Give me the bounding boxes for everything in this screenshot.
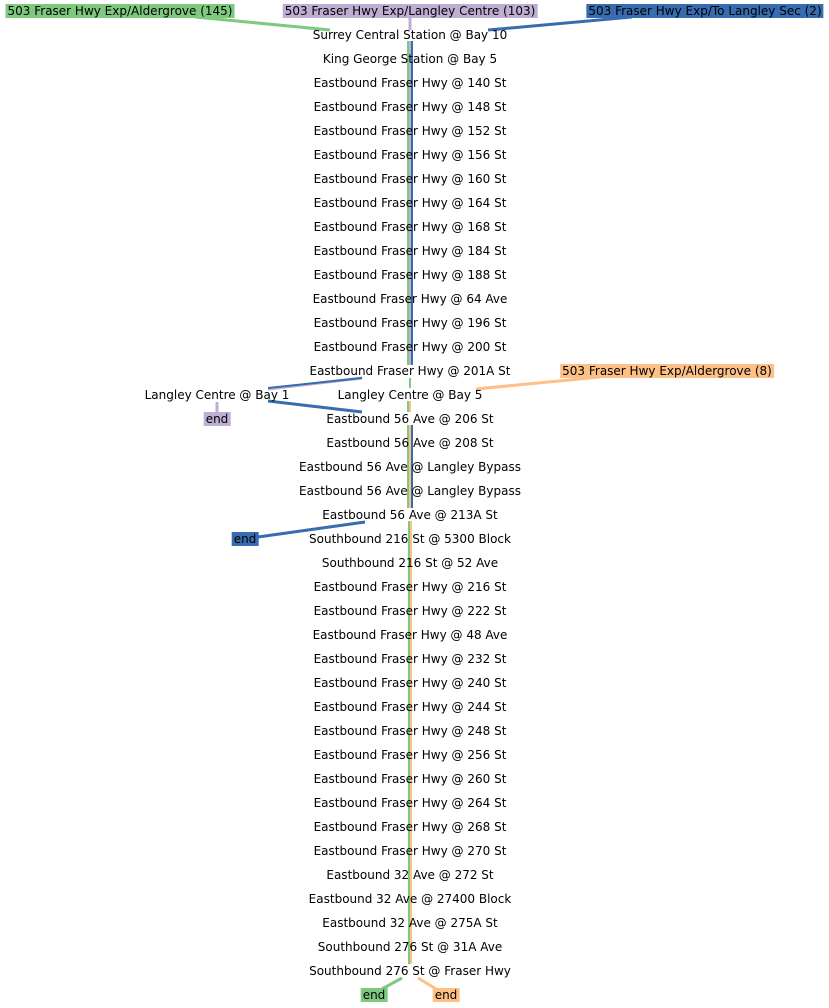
stop-label: Eastbound Fraser Hwy @ 48 Ave <box>312 628 508 642</box>
route-tag-green: 503 Fraser Hwy Exp/Aldergrove (145) <box>5 4 235 18</box>
stop-label: King George Station @ Bay 5 <box>322 52 498 66</box>
stop-label: Eastbound Fraser Hwy @ 201A St <box>309 364 511 378</box>
stop-label: Eastbound Fraser Hwy @ 248 St <box>313 724 507 738</box>
trunk-2 <box>407 401 411 412</box>
end-tag-purple: end <box>203 412 231 426</box>
stop-label: Eastbound Fraser Hwy @ 148 St <box>313 100 507 114</box>
trunk-1 <box>407 41 413 365</box>
stop-label: Eastbound Fraser Hwy @ 244 St <box>313 700 507 714</box>
stop-label: Langley Centre @ Bay 5 <box>337 388 483 402</box>
stop-label: Southbound 216 St @ 5300 Block <box>309 532 511 546</box>
stop-label: Southbound 276 St @ 31A Ave <box>317 940 503 954</box>
branch-stop-label: Langley Centre @ Bay 1 <box>144 388 290 402</box>
stop-label: Eastbound Fraser Hwy @ 184 St <box>313 244 507 258</box>
stop-label: Eastbound Fraser Hwy @ 152 St <box>313 124 507 138</box>
stop-label: Eastbound Fraser Hwy @ 168 St <box>313 220 507 234</box>
stop-label: Eastbound Fraser Hwy @ 268 St <box>313 820 507 834</box>
green-start-connector <box>194 15 331 32</box>
trunk-4 <box>408 521 412 964</box>
stop-label: Eastbound 56 Ave @ 213A St <box>322 508 498 522</box>
end-tag-orange: end <box>432 988 460 1002</box>
trunk-3 <box>407 425 413 508</box>
end-tag-blue: end <box>231 532 259 546</box>
stop-label: Eastbound Fraser Hwy @ 64 Ave <box>312 292 508 306</box>
stop-label: Eastbound Fraser Hwy @ 188 St <box>313 268 507 282</box>
route-tag-orange: 503 Fraser Hwy Exp/Aldergrove (8) <box>560 364 774 378</box>
stop-label: Eastbound Fraser Hwy @ 200 St <box>313 340 507 354</box>
stop-label: Eastbound Fraser Hwy @ 256 St <box>313 748 507 762</box>
stop-label: Eastbound Fraser Hwy @ 156 St <box>313 148 507 162</box>
stop-label: Eastbound 32 Ave @ 272 St <box>326 868 494 882</box>
stop-label: Eastbound 32 Ave @ 27400 Block <box>308 892 512 906</box>
blue-return-from-bay1 <box>267 399 363 414</box>
stop-label: Eastbound Fraser Hwy @ 270 St <box>313 844 507 858</box>
stop-label: Eastbound Fraser Hwy @ 140 St <box>313 76 507 90</box>
stop-label: Eastbound Fraser Hwy @ 240 St <box>313 676 507 690</box>
stop-label: Eastbound 56 Ave @ 206 St <box>326 412 494 426</box>
stop-label: Eastbound Fraser Hwy @ 160 St <box>313 172 507 186</box>
stop-label: Eastbound Fraser Hwy @ 196 St <box>313 316 507 330</box>
stop-label: Eastbound Fraser Hwy @ 232 St <box>313 652 507 666</box>
stop-label: Eastbound Fraser Hwy @ 222 St <box>313 604 507 618</box>
stop-label: Surrey Central Station @ Bay 10 <box>312 28 508 42</box>
stop-label: Eastbound Fraser Hwy @ 216 St <box>313 580 507 594</box>
stop-label: Southbound 216 St @ 52 Ave <box>321 556 499 570</box>
blue-start-connector <box>487 15 633 32</box>
orange-start-connector <box>475 375 601 391</box>
end-tag-green: end <box>360 988 388 1002</box>
route-tag-purple: 503 Fraser Hwy Exp/Langley Centre (103) <box>282 4 538 18</box>
stop-label: Eastbound 56 Ave @ 208 St <box>326 436 494 450</box>
stop-label: Eastbound 56 Ave @ Langley Bypass <box>299 484 521 498</box>
stop-label: Eastbound Fraser Hwy @ 164 St <box>313 196 507 210</box>
blue-end-connector <box>257 520 366 539</box>
route-tag-blue: 503 Fraser Hwy Exp/To Langley Sec (2) <box>586 4 824 18</box>
stop-label: Eastbound Fraser Hwy @ 264 St <box>313 796 507 810</box>
stop-label: Eastbound Fraser Hwy @ 260 St <box>313 772 507 786</box>
stop-label: Southbound 276 St @ Fraser Hwy <box>309 964 511 978</box>
stop-label: Eastbound 56 Ave @ Langley Bypass <box>299 460 521 474</box>
blue-branch-to-bay1 <box>267 377 363 389</box>
stop-label: Eastbound 32 Ave @ 275A St <box>322 916 498 930</box>
